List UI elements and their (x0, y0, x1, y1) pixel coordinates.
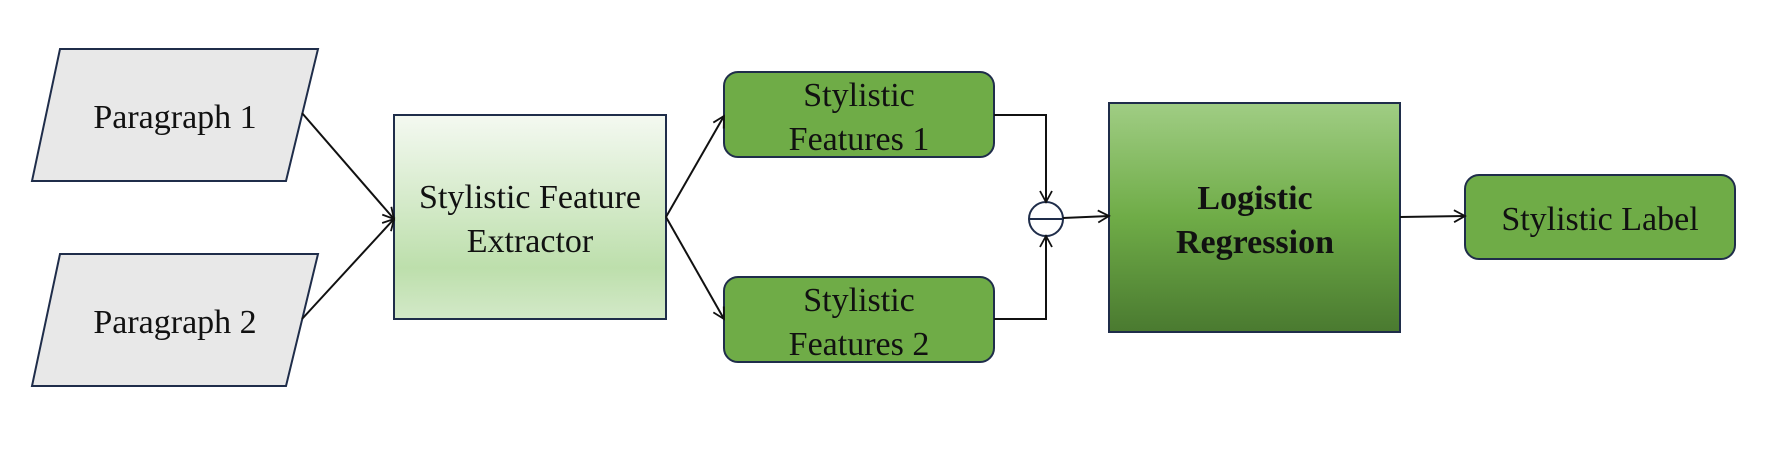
connectors (301, 112, 1467, 321)
arrow-paragraph2-to-extractor (301, 217, 396, 320)
stylistic-features-2-node: Stylistic Features 2 (723, 276, 995, 363)
arrow-features1-to-combine (994, 114, 1053, 204)
features-1-label-line1: Stylistic (803, 77, 914, 114)
stylistic-features-1-node: Stylistic Features 1 (723, 71, 995, 158)
extractor-label-line2: Extractor (467, 223, 594, 260)
paragraph-1-node: Paragraph 1 (30, 48, 320, 182)
features-1-label-line2: Features 1 (789, 121, 930, 158)
arrow-regression-to-label (1399, 209, 1467, 223)
logistic-regression-node: Logistic Regression (1108, 102, 1401, 333)
stylistic-label-node: Stylistic Label (1464, 174, 1736, 260)
features-2-label-line1: Stylistic (803, 282, 914, 319)
regression-label-line2: Regression (1176, 224, 1334, 261)
paragraph-1-label: Paragraph 1 (93, 99, 256, 136)
arrow-combine-to-regression (1062, 209, 1111, 224)
features-2-label-line2: Features 2 (789, 326, 930, 363)
stylistic-label-text: Stylistic Label (1501, 201, 1698, 238)
arrow-extractor-to-features1 (665, 114, 725, 218)
paragraph-2-label: Paragraph 2 (93, 304, 256, 341)
arrow-paragraph1-to-extractor (301, 112, 396, 221)
arrow-features2-to-combine (994, 234, 1053, 320)
arrow-extractor-to-features2 (665, 216, 725, 321)
feature-extractor-node: Stylistic Feature Extractor (393, 114, 667, 320)
extractor-label-line1: Stylistic Feature (419, 179, 641, 216)
subtract-circle-icon (1028, 201, 1064, 237)
paragraph-2-node: Paragraph 2 (30, 253, 320, 387)
regression-label-line1: Logistic (1197, 180, 1312, 217)
